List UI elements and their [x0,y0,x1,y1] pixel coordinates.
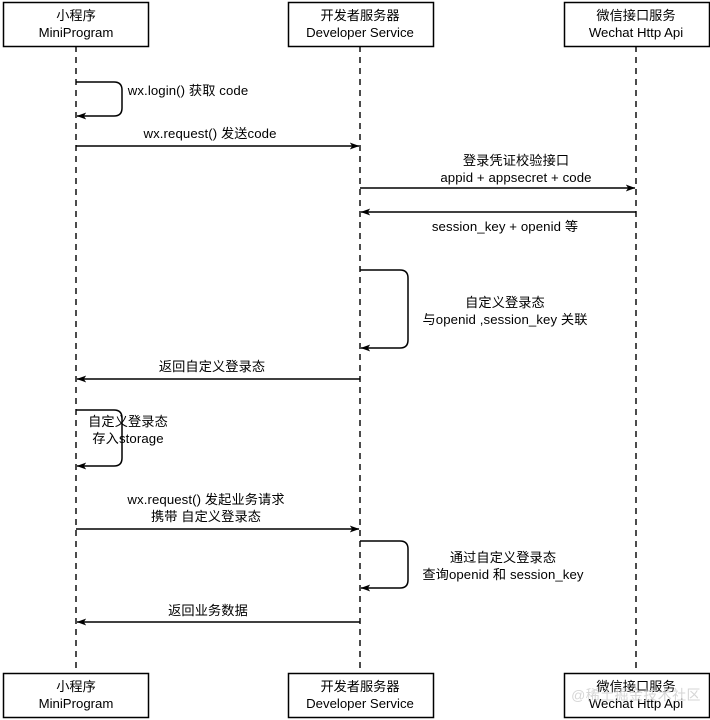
message-label-line: wx.login() 获取 code [127,83,249,98]
self-message-m5[interactable] [360,269,409,352]
message-label-m9: 通过自定义登录态查询openid 和 session_key [422,549,583,583]
actor-name-en-miniprogram: MiniProgram [38,696,114,711]
message-label-line: 存入storage [92,431,164,446]
actor-name-en-miniprogram: MiniProgram [38,25,114,40]
self-message-m7[interactable] [76,409,123,470]
actor-box-developer-top[interactable] [287,1,435,48]
actor-label-developer-bottom: 开发者服务器 Developer Service [306,678,414,712]
message-label-line: 登录凭证校验接口 [462,153,570,168]
actor-name-cn-developer: 开发者服务器 [320,679,400,694]
actor-name-cn-wechat: 微信接口服务 [596,8,676,23]
message-label-m5: 自定义登录态与openid ,session_key 关联 [422,294,587,328]
message-label-line: appid + appsecret + code [440,170,592,185]
actor-box-wechat-top[interactable] [563,1,710,48]
actor-label-developer-top: 开发者服务器 Developer Service [306,7,414,41]
message-label-line: 通过自定义登录态 [449,550,557,565]
message-label-line: session_key + openid 等 [431,219,579,234]
actor-name-cn-developer: 开发者服务器 [320,8,400,23]
message-label-line: wx.request() 发送code [143,126,277,141]
message-label-line: 自定义登录态 [88,414,168,429]
message-label-line: 携带 自定义登录态 [150,509,262,524]
message-label-line: 查询openid 和 session_key [422,567,584,582]
messages-layer [76,81,636,626]
actor-label-miniprogram-bottom: 小程序 MiniProgram [39,678,114,712]
message-label-m10: 返回业务数据 [168,603,248,619]
message-label-m8: wx.request() 发起业务请求携带 自定义登录态 [127,491,284,525]
message-label-line: 返回业务数据 [168,603,248,618]
message-label-m1: wx.login() 获取 code [128,83,249,99]
actor-box-miniprogram-top[interactable] [2,1,150,48]
message-label-m3: 登录凭证校验接口 appid + appsecret + code [440,152,591,186]
self-message-m1[interactable] [76,81,123,120]
actor-name-en-wechat: Wechat Http Api [588,25,684,40]
actor-box-developer-bottom[interactable] [287,672,435,719]
actor-label-wechat-bottom: 微信接口服务 Wechat Http Api [589,678,683,712]
message-label-m4: session_key + openid 等 [432,219,578,235]
message-label-line: wx.request() 发起业务请求 [127,492,285,507]
message-label-line: 与openid ,session_key 关联 [422,312,588,327]
actor-name-en-developer: Developer Service [306,696,414,711]
actor-label-miniprogram-top: 小程序 MiniProgram [39,7,114,41]
message-label-line: 自定义登录态 [465,295,545,310]
actor-name-en-wechat: Wechat Http Api [588,696,684,711]
actor-box-miniprogram-bottom[interactable] [2,672,150,719]
message-label-m6: 返回自定义登录态 [159,359,265,375]
message-label-line: 返回自定义登录态 [158,359,266,374]
actor-name-cn-miniprogram: 小程序 [56,679,96,694]
self-message-m9[interactable] [360,540,409,592]
actor-name-en-developer: Developer Service [306,25,414,40]
message-label-m2: wx.request() 发送code [143,126,276,142]
actor-name-cn-miniprogram: 小程序 [56,8,96,23]
message-label-m7: 自定义登录态存入storage [88,413,168,447]
actor-name-cn-wechat: 微信接口服务 [596,679,676,694]
actor-label-wechat-top: 微信接口服务 Wechat Http Api [589,7,683,41]
actor-box-wechat-bottom[interactable] [563,672,710,719]
lifelines-layer [75,46,637,673]
